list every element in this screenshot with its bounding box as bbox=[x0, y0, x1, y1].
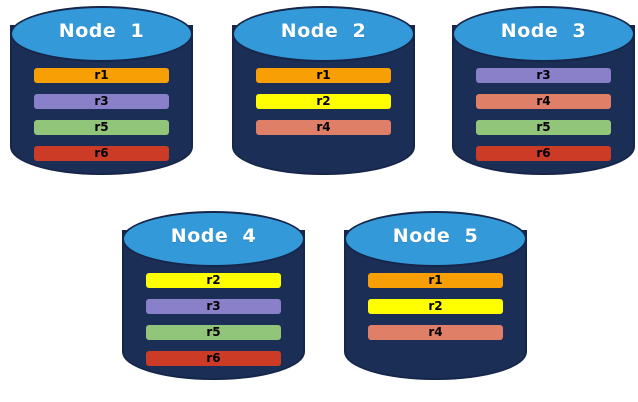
replica-bar[interactable]: r4 bbox=[368, 325, 503, 340]
replica-list: r3 r4 r5 r6 bbox=[476, 68, 611, 161]
replica-bar[interactable]: r4 bbox=[256, 120, 391, 135]
replica-bar[interactable]: r4 bbox=[476, 94, 611, 109]
replica-bar[interactable]: r5 bbox=[146, 325, 281, 340]
replica-bar[interactable]: r1 bbox=[256, 68, 391, 83]
replica-bar[interactable]: r1 bbox=[368, 273, 503, 288]
replica-bar[interactable]: r6 bbox=[146, 351, 281, 366]
replica-bar[interactable]: r6 bbox=[34, 146, 169, 161]
replica-bar[interactable]: r3 bbox=[476, 68, 611, 83]
replica-bar[interactable]: r2 bbox=[256, 94, 391, 109]
replica-bar[interactable]: r2 bbox=[146, 273, 281, 288]
database-node[interactable]: Node 4 r2 r3 r5 r6 bbox=[122, 210, 305, 395]
cylinder-top-ellipse bbox=[10, 6, 193, 62]
database-node[interactable]: Node 2 r1 r2 r4 bbox=[232, 5, 415, 190]
replica-bar[interactable]: r1 bbox=[34, 68, 169, 83]
replica-bar[interactable]: r3 bbox=[146, 299, 281, 314]
replica-bar[interactable]: r5 bbox=[476, 120, 611, 135]
node-label: Node 3 bbox=[500, 20, 587, 42]
replica-bar[interactable]: r5 bbox=[34, 120, 169, 135]
replica-list: r1 r3 r5 r6 bbox=[34, 68, 169, 161]
database-node[interactable]: Node 5 r1 r2 r4 bbox=[344, 210, 527, 395]
replica-bar[interactable]: r3 bbox=[34, 94, 169, 109]
replica-list: r2 r3 r5 r6 bbox=[146, 273, 281, 366]
cylinder-top-ellipse bbox=[122, 211, 305, 267]
cylinder-top-ellipse bbox=[344, 211, 527, 267]
cylinder-top-ellipse bbox=[232, 6, 415, 62]
replica-bar[interactable]: r2 bbox=[368, 299, 503, 314]
cylinder-top-ellipse bbox=[452, 6, 635, 62]
node-label: Node 5 bbox=[392, 225, 479, 247]
replica-list: r1 r2 r4 bbox=[368, 273, 503, 340]
replica-list: r1 r2 r4 bbox=[256, 68, 391, 135]
replica-bar[interactable]: r6 bbox=[476, 146, 611, 161]
database-node[interactable]: Node 1 r1 r3 r5 r6 bbox=[10, 5, 193, 190]
node-label: Node 1 bbox=[58, 20, 145, 42]
node-label: Node 4 bbox=[170, 225, 257, 247]
database-node[interactable]: Node 3 r3 r4 r5 r6 bbox=[452, 5, 635, 190]
node-label: Node 2 bbox=[280, 20, 367, 42]
